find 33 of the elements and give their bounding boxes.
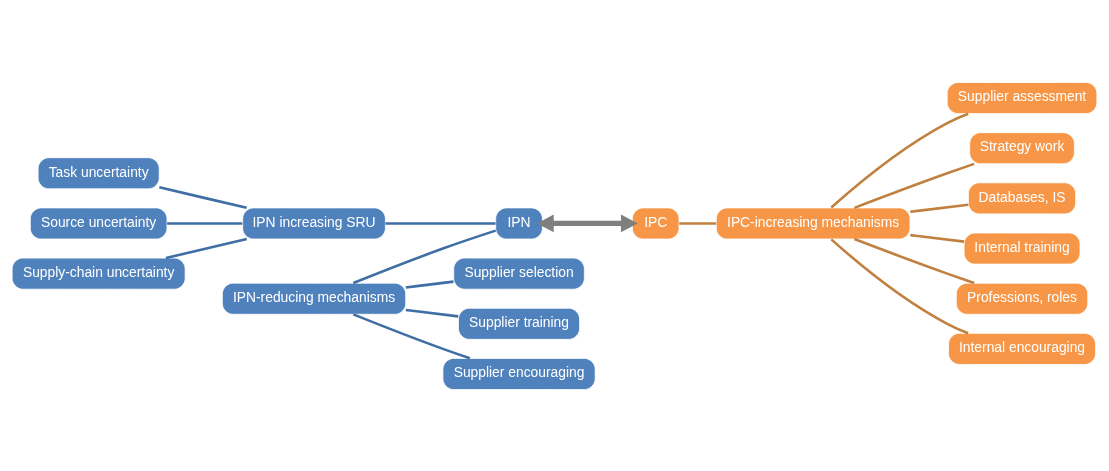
connector — [679, 221, 717, 225]
node-box: IPC-increasing mechanisms — [715, 206, 911, 239]
node-box: Source uncertainty — [29, 206, 168, 239]
connector — [405, 279, 454, 289]
node-box: IPN increasing SRU — [242, 206, 386, 239]
node-box: IPN-reducing mechanisms — [221, 282, 407, 315]
node-box: Supply-chain uncertainty — [11, 257, 186, 290]
node-box: Supplier training — [458, 307, 581, 340]
node-box: Professions, roles — [955, 282, 1089, 315]
node-box: IPN — [495, 206, 543, 239]
node-box: Internal encouraging — [948, 332, 1096, 365]
connector — [165, 237, 248, 259]
node-box: Task uncertainty — [37, 156, 160, 189]
node-box: Databases, IS — [967, 181, 1077, 214]
node-box: Strategy work — [969, 131, 1075, 164]
connector — [159, 185, 247, 209]
connector — [352, 312, 471, 359]
connector — [830, 112, 969, 208]
connector — [853, 162, 975, 209]
node-box: Supplier encouraging — [442, 357, 596, 390]
node-box: Supplier assessment — [946, 81, 1098, 114]
node-box: Supplier selection — [453, 257, 585, 290]
node-box: IPC — [631, 206, 680, 239]
connector — [352, 228, 497, 284]
connector — [167, 221, 243, 225]
connector — [910, 233, 965, 243]
connector — [385, 221, 496, 225]
connector — [830, 237, 969, 334]
connector — [405, 308, 459, 318]
connector — [910, 202, 969, 213]
connector — [853, 237, 975, 284]
arrow — [536, 214, 638, 232]
node-box: Internal training — [963, 232, 1081, 265]
